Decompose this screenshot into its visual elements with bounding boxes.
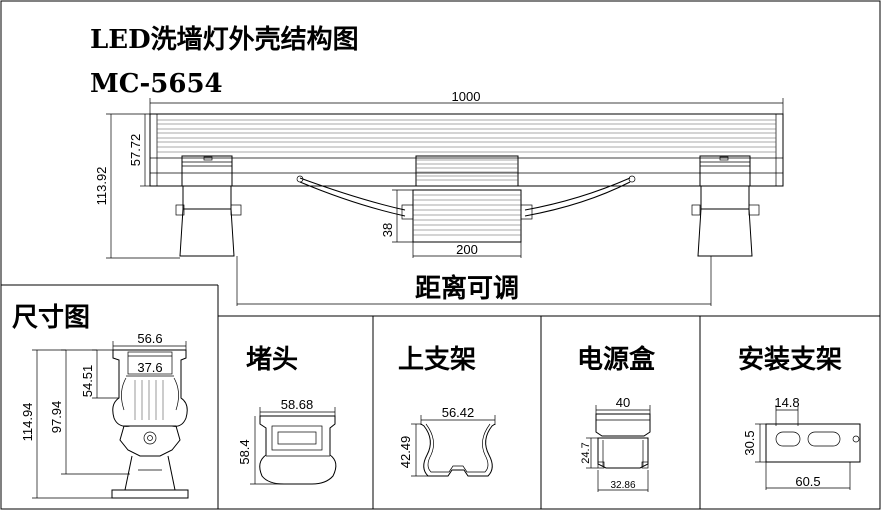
mounting-bracket-width: 60.5 (795, 474, 820, 489)
size-view: 尺寸图 56.6 37.6 54.51 97.94 (12, 302, 189, 499)
part-upper-bracket: 上支架 56.42 42.49 (398, 344, 496, 477)
drawing-title: LED洗墙灯外壳结构图 (90, 25, 359, 55)
end-cap-height: 58.4 (237, 439, 252, 464)
dim-length: 1000 (452, 89, 481, 104)
dim-box-width: 200 (456, 242, 478, 257)
power-box (412, 189, 522, 243)
dim-h1: 54.51 (80, 365, 95, 398)
mounting-bracket-slot-width: 14.8 (774, 395, 799, 410)
end-cap-width: 58.68 (281, 397, 314, 412)
main-side-view: 1000 (94, 89, 784, 306)
dim-h3: 114.94 (20, 403, 35, 442)
mounting-bracket-height: 30.5 (742, 430, 757, 455)
model-number: MC-5654 (90, 69, 223, 99)
power-box-width: 40 (616, 395, 630, 410)
dim-top-width: 56.6 (137, 331, 162, 346)
dim-body-height: 57.72 (128, 134, 143, 167)
upper-bracket-height: 42.49 (398, 436, 413, 469)
part-mounting-bracket: 安装支架 14.8 30.5 60.5 (738, 344, 861, 490)
dim-inner-width: 37.6 (137, 360, 162, 375)
dim-box-height: 38 (380, 223, 395, 237)
power-box-bottom: 32.86 (610, 480, 635, 491)
dim-h2: 97.94 (49, 401, 64, 434)
upper-bracket-width: 56.42 (442, 405, 475, 420)
power-box-height: 24.7 (580, 442, 592, 463)
part-end-cap: 堵头 58.68 58.4 (237, 344, 337, 485)
spacing-note: 距离可调 (415, 273, 519, 303)
dim-total-height: 113.92 (94, 167, 109, 206)
part-power-box-title: 电源盒 (577, 344, 656, 374)
part-upper-bracket-title: 上支架 (398, 344, 476, 374)
part-end-cap-title: 堵头 (246, 344, 298, 374)
lamp-body (149, 113, 784, 187)
size-view-title: 尺寸图 (12, 302, 90, 332)
part-mounting-bracket-title: 安装支架 (738, 344, 842, 374)
part-power-box: 电源盒 40 24.7 32.86 (577, 344, 656, 492)
